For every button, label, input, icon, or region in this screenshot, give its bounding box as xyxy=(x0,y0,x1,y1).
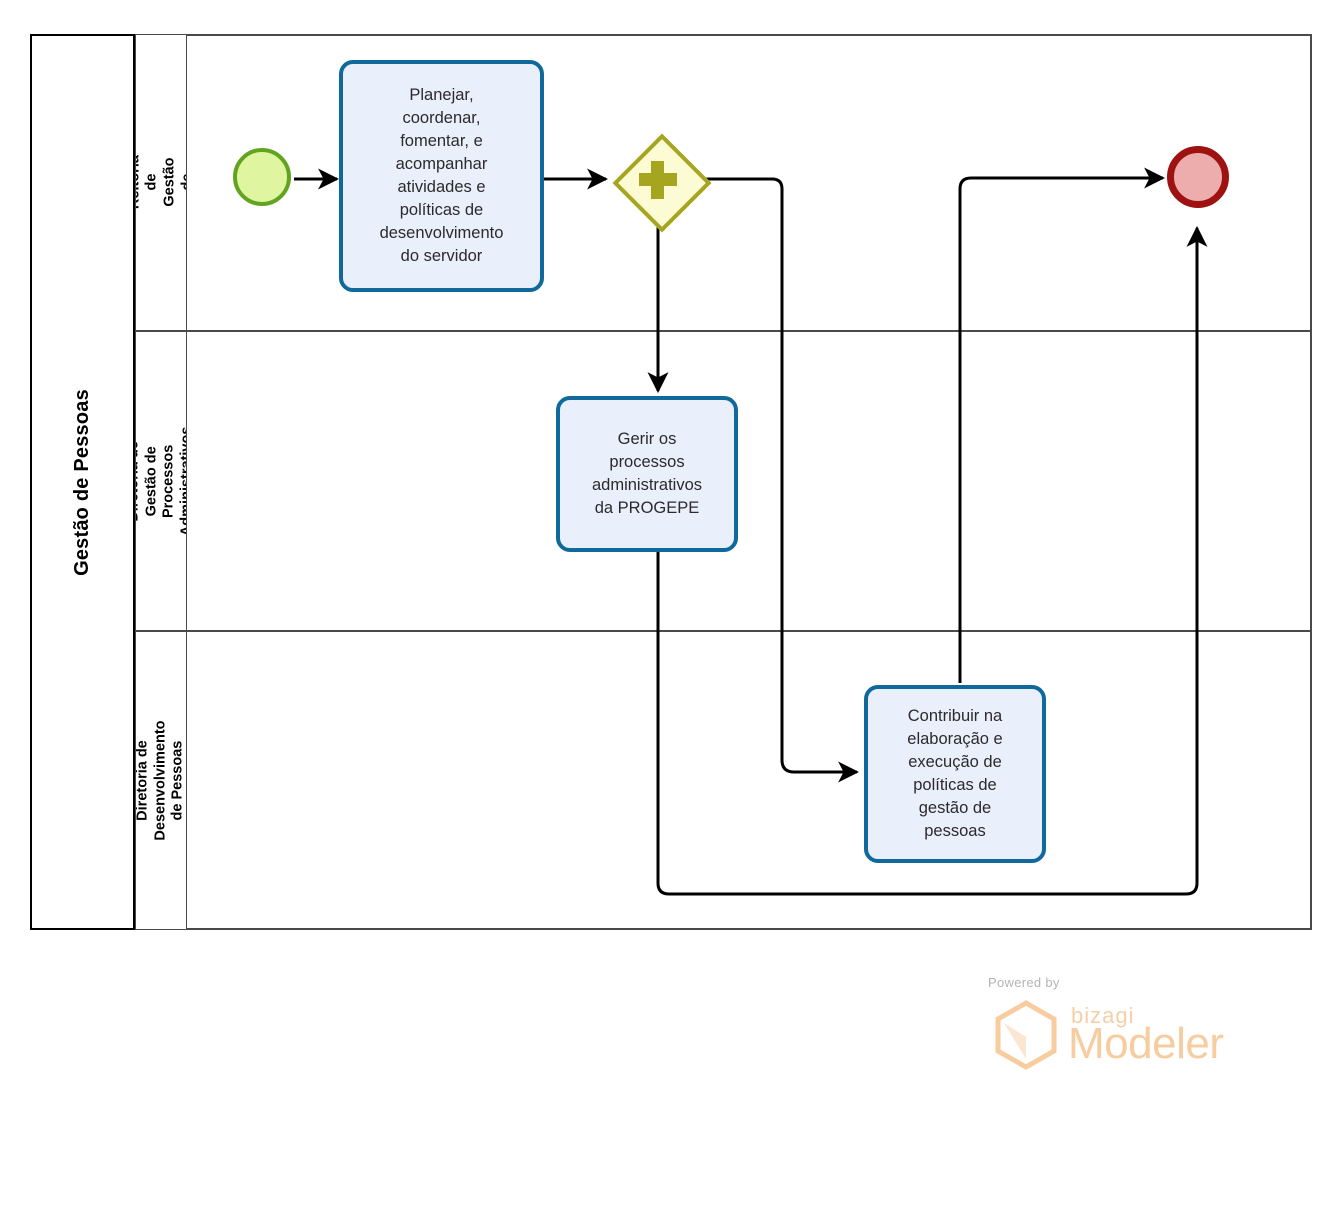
task-contribuir-elaboracao[interactable]: Contribuir na elaboração e execução de p… xyxy=(864,685,1046,863)
pool-title: Gestão de Pessoas xyxy=(71,388,94,576)
task-gerir-processos[interactable]: Gerir os processos administrativos da PR… xyxy=(556,396,738,552)
lane-label-pro-reitoria: Pró-Reitoria de Gestão de Pessoas xyxy=(135,155,187,210)
watermark-brand: bizagi xyxy=(1071,1003,1135,1028)
watermark-powered-by: Powered by xyxy=(988,975,1060,990)
end-event[interactable] xyxy=(1167,146,1229,208)
pool-header: Gestão de Pessoas xyxy=(30,34,135,930)
bizagi-watermark: Powered by bizagi Modeler xyxy=(968,975,1258,1075)
task-planejar-coordenar[interactable]: Planejar, coordenar, fomentar, e acompan… xyxy=(339,60,544,292)
lane-label-diretoria-processos: Diretoria de Gestão de Processos Adminis… xyxy=(135,426,187,536)
lane-header-diretoria-processos: Diretoria de Gestão de Processos Adminis… xyxy=(135,331,187,631)
watermark-product: Modeler xyxy=(1068,1019,1224,1068)
task-contribuir-label: Contribuir na elaboração e execução de p… xyxy=(907,706,1003,841)
plus-icon-vertical xyxy=(651,161,664,199)
task-gerir-label: Gerir os processos administrativos da PR… xyxy=(591,429,703,518)
task-planejar-label: Planejar, coordenar, fomentar, e acompan… xyxy=(379,85,504,266)
lane-header-diretoria-desenvolvimento: Diretoria de Desenvolvimento de Pessoas xyxy=(135,631,187,930)
lane-label-diretoria-desenvolvimento: Diretoria de Desenvolvimento de Pessoas xyxy=(135,720,186,841)
lane-header-pro-reitoria: Pró-Reitoria de Gestão de Pessoas xyxy=(135,34,187,331)
start-event[interactable] xyxy=(233,148,291,206)
parallel-gateway[interactable] xyxy=(608,133,712,233)
bizagi-hexagon-logo-icon xyxy=(995,1000,1057,1070)
